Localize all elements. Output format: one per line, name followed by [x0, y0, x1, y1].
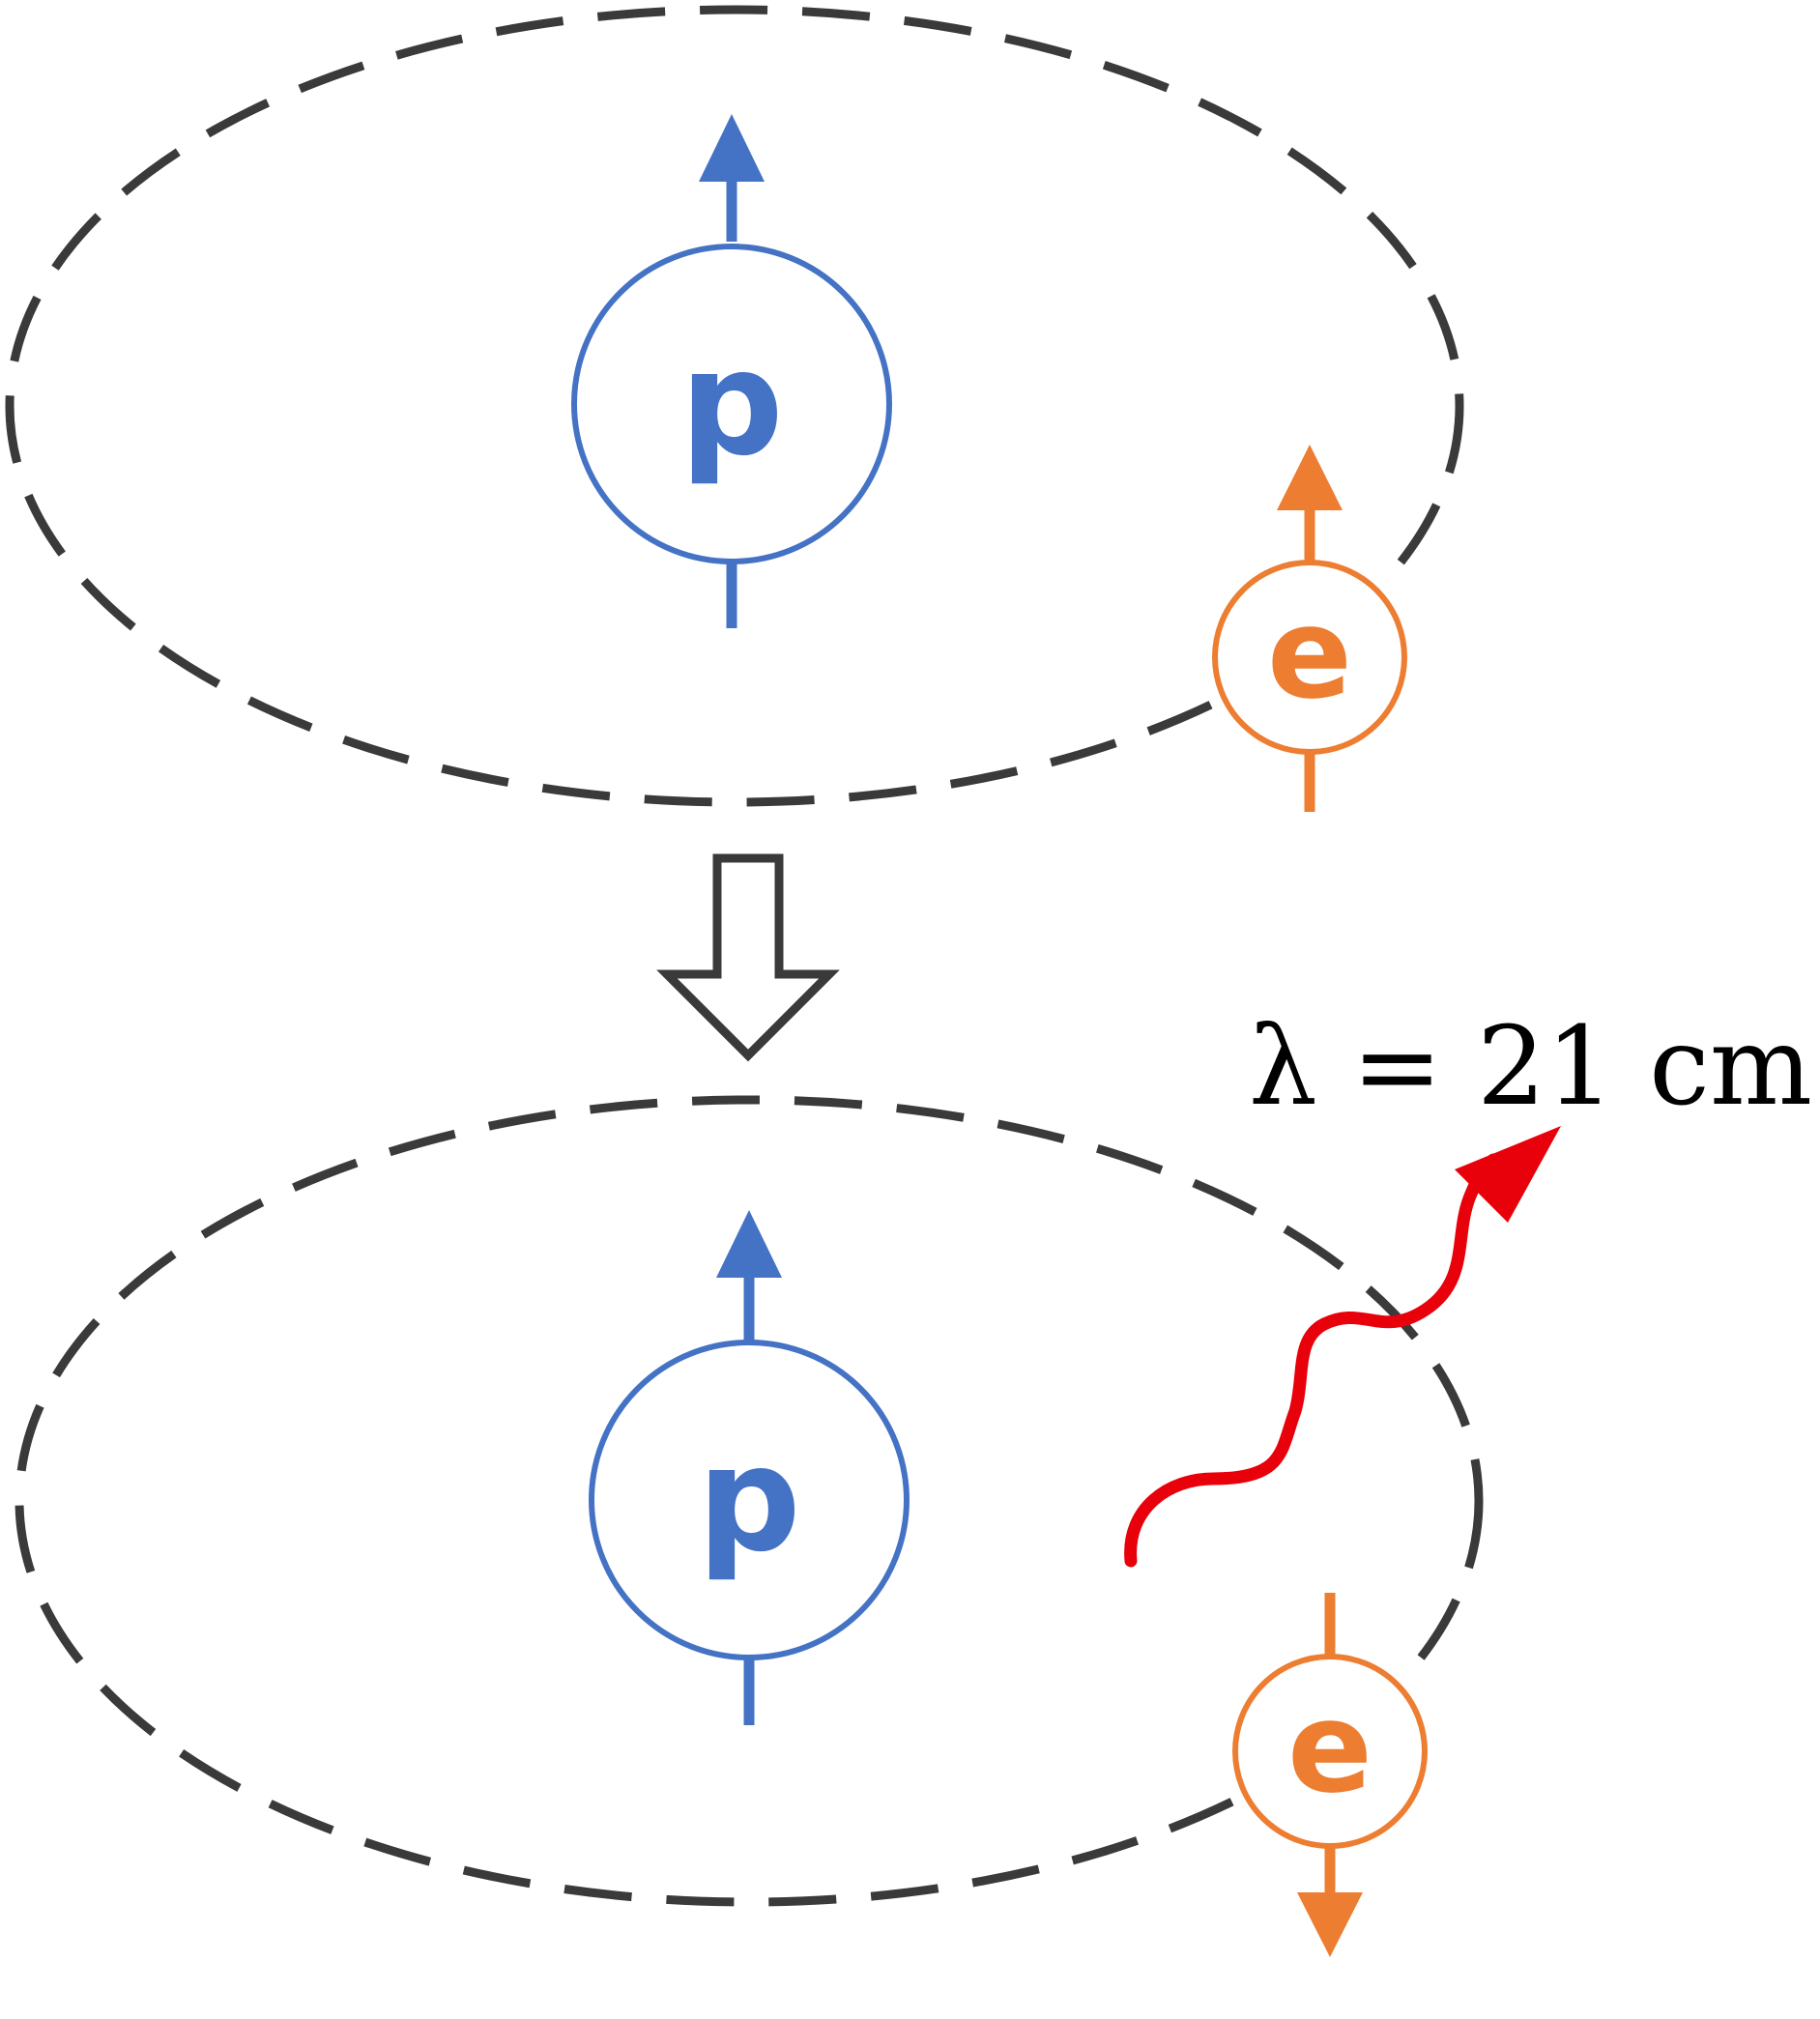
bottom-proton-label: p: [697, 1416, 800, 1584]
bottom-electron-circle: [1232, 1654, 1428, 1849]
top-proton-label: p: [679, 320, 783, 488]
top-electron-circle: [1212, 560, 1407, 755]
photon-wave: [1124, 1153, 1500, 1568]
bottom-proton-spin-up-arrowhead: [716, 1210, 782, 1278]
wavelength-label: λ = 21 cm: [1249, 1004, 1812, 1130]
bottom-electron-spin-down-arrowhead: [1297, 1892, 1363, 1957]
bottom-electron: e: [1232, 1593, 1428, 1957]
top-electron-spin-up-arrowhead: [1277, 445, 1343, 510]
bottom-electron-label: e: [1287, 1674, 1372, 1821]
emitted-photon: λ = 21 cm: [1124, 1004, 1812, 1568]
top-orbit: [5, 5, 1464, 807]
top-atom: p e: [5, 5, 1464, 812]
bottom-atom: p e: [14, 1095, 1484, 1957]
bottom-proton: p: [589, 1210, 910, 1725]
top-proton-circle: [571, 244, 892, 564]
top-electron-label: e: [1267, 580, 1352, 727]
photon-arrowhead: [1455, 1126, 1561, 1223]
top-proton: p: [571, 114, 892, 628]
bottom-orbit: [14, 1095, 1484, 1907]
top-electron: e: [1212, 445, 1407, 812]
bottom-proton-circle: [589, 1340, 910, 1660]
top-proton-spin-up-arrowhead: [699, 114, 765, 182]
transition-down-arrow: [656, 853, 840, 1062]
